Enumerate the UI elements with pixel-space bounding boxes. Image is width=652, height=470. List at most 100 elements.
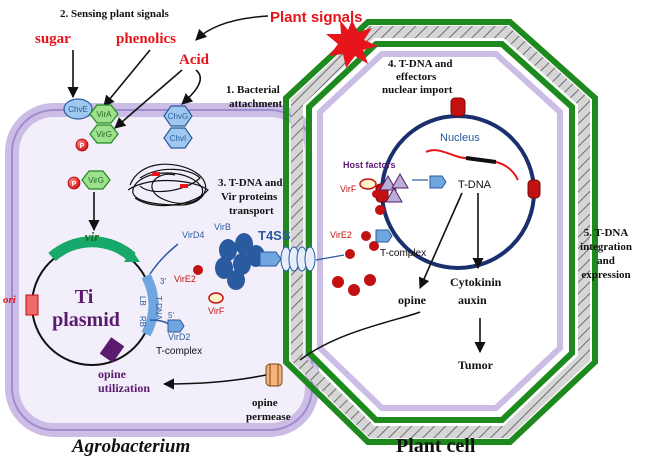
virg-phospho-label: VirG (88, 176, 104, 185)
p1-label: P (80, 143, 85, 150)
step4-label-line1: 4. T-DNA and (388, 58, 453, 70)
tumor-label: Tumor (458, 358, 494, 372)
opine-util-label-1: opine (98, 367, 127, 381)
step5-label-line2: integration (580, 241, 632, 253)
step5-label-line1: 5. T-DNA (584, 227, 629, 239)
plant-pathway-arrows (418, 192, 486, 354)
tcomplex-plant-label: T-complex (380, 248, 426, 259)
virF-plant-label: VirF (340, 184, 357, 194)
nucleus: Nucleus (375, 97, 541, 270)
opine-permease-icon (265, 363, 283, 387)
ti-plasmid: vir ori LB T-DNA RB Ti plasmid (3, 229, 163, 366)
t4ss-label: T4SS (258, 228, 291, 243)
step4-label-line3: nuclear import (382, 84, 453, 96)
vira-label: VirA (97, 110, 113, 119)
opine-util-label-2: utilization (98, 381, 150, 395)
acid-to-virg-arrow (114, 69, 183, 129)
sugar-label: sugar (35, 31, 71, 47)
host-factor-triangles (379, 172, 409, 203)
opine-import-arrow (162, 374, 267, 390)
chvg-chvi-proteins: ChvG ChvI (163, 105, 193, 149)
virE2-dot-plant-3 (364, 274, 376, 286)
opine-permease-label-2: permease (246, 411, 291, 423)
host-factors-label: Host factors (343, 160, 396, 170)
virD2-pentagon-icon (167, 319, 185, 333)
tdna-nucleus-label: T-DNA (458, 179, 492, 191)
virB-label: VirB (214, 222, 231, 232)
virD4-label: VirD4 (182, 230, 204, 240)
virE2-dot-plant-2 (348, 284, 360, 296)
plasmid-label: plasmid (52, 309, 120, 331)
virg-phospho: VirG P (67, 170, 111, 190)
virD2-label: VirD2 (168, 332, 190, 342)
opine-export-path (299, 311, 421, 361)
nuclear-pore-right (527, 179, 541, 199)
acid-to-chvg-arrow (181, 69, 202, 105)
tcomplex-bact-label: T-complex (156, 346, 202, 357)
virF-plant-icon (359, 178, 377, 190)
step1-label-line2: attachment (229, 98, 282, 110)
acid-label: Acid (179, 52, 210, 68)
bacterial-chromosome (127, 163, 209, 207)
ori-region (25, 294, 39, 316)
plant-plasma-membrane (317, 51, 563, 411)
lb-label: LB (138, 296, 147, 306)
plant-signal-arrow (195, 15, 269, 41)
nuclear-pore-top (450, 97, 466, 117)
tdna-nucleus-pentagon-icon (429, 175, 447, 189)
rb-label: RB (138, 316, 147, 327)
signal-arrows (67, 15, 269, 129)
step3-label-line3: transport (229, 205, 274, 217)
opine-plant-label: opine (398, 293, 427, 307)
step3-label-line1: 3. T-DNA and (218, 177, 283, 189)
chve-protein: ChvE (63, 98, 93, 120)
chvi-label: ChvI (170, 134, 186, 143)
step4-label-line2: effectors (396, 71, 437, 83)
ori-label: ori (3, 294, 17, 306)
step3-label-line2: Vir proteins (221, 191, 278, 203)
five-prime-label: 5' (168, 311, 174, 320)
virF-bact-label: VirF (208, 306, 225, 316)
virF-bact-icon (208, 292, 224, 304)
plant-chromosome-right (495, 161, 519, 181)
step5-label-line4: expression (581, 269, 630, 281)
t4ss-complex (215, 233, 316, 290)
vira-protein: VirA VirG (89, 104, 119, 144)
step5-label-line3: and (597, 255, 615, 267)
ti-label: Ti (75, 286, 94, 308)
tdna-region-label: T-DNA (154, 296, 163, 321)
vir-label: vir (85, 229, 100, 244)
virE2-bact-label: VirE2 (174, 274, 196, 284)
virg-top-label: VirG (96, 130, 112, 139)
chve-label: ChvE (68, 105, 88, 114)
t-strand-3prime (149, 243, 179, 275)
nucleus-label: Nucleus (440, 132, 480, 144)
phenolics-label: phenolics (116, 31, 176, 47)
virE2-plant-label: VirE2 (330, 230, 352, 240)
virE2-dot-plant-1 (332, 276, 344, 288)
p-phosphate-1: P (75, 138, 89, 152)
chvg-label: ChvG (168, 112, 188, 121)
opine-permease-label-1: opine (252, 397, 278, 409)
tdna-region (141, 273, 159, 337)
integrated-tdna (465, 156, 497, 164)
plant-signal-burst-icon (326, 20, 378, 68)
plant-signals-label: Plant signals (270, 9, 363, 26)
p2-label: P (72, 181, 77, 188)
tcomplex-plant-pentagon-icon (375, 229, 393, 243)
plant-cell-wall-hatch (291, 26, 590, 438)
virE2-dot-bact (193, 265, 203, 275)
agrobacterium-title: Agrobacterium (71, 436, 190, 457)
cytokinin-label: Cytokinin (450, 275, 502, 289)
plant-cell-title: Plant cell (396, 435, 476, 457)
three-prime-label: 3' (160, 277, 166, 286)
plant-cell-wall-outer (283, 19, 598, 445)
step2-label: 2. Sensing plant signals (60, 8, 170, 20)
vir-region (48, 236, 136, 262)
opine-util-region (99, 337, 125, 363)
step1-label-line1: 1. Bacterial (226, 84, 280, 96)
auxin-label: auxin (458, 293, 487, 307)
phenolics-to-vira-arrow (103, 49, 151, 107)
